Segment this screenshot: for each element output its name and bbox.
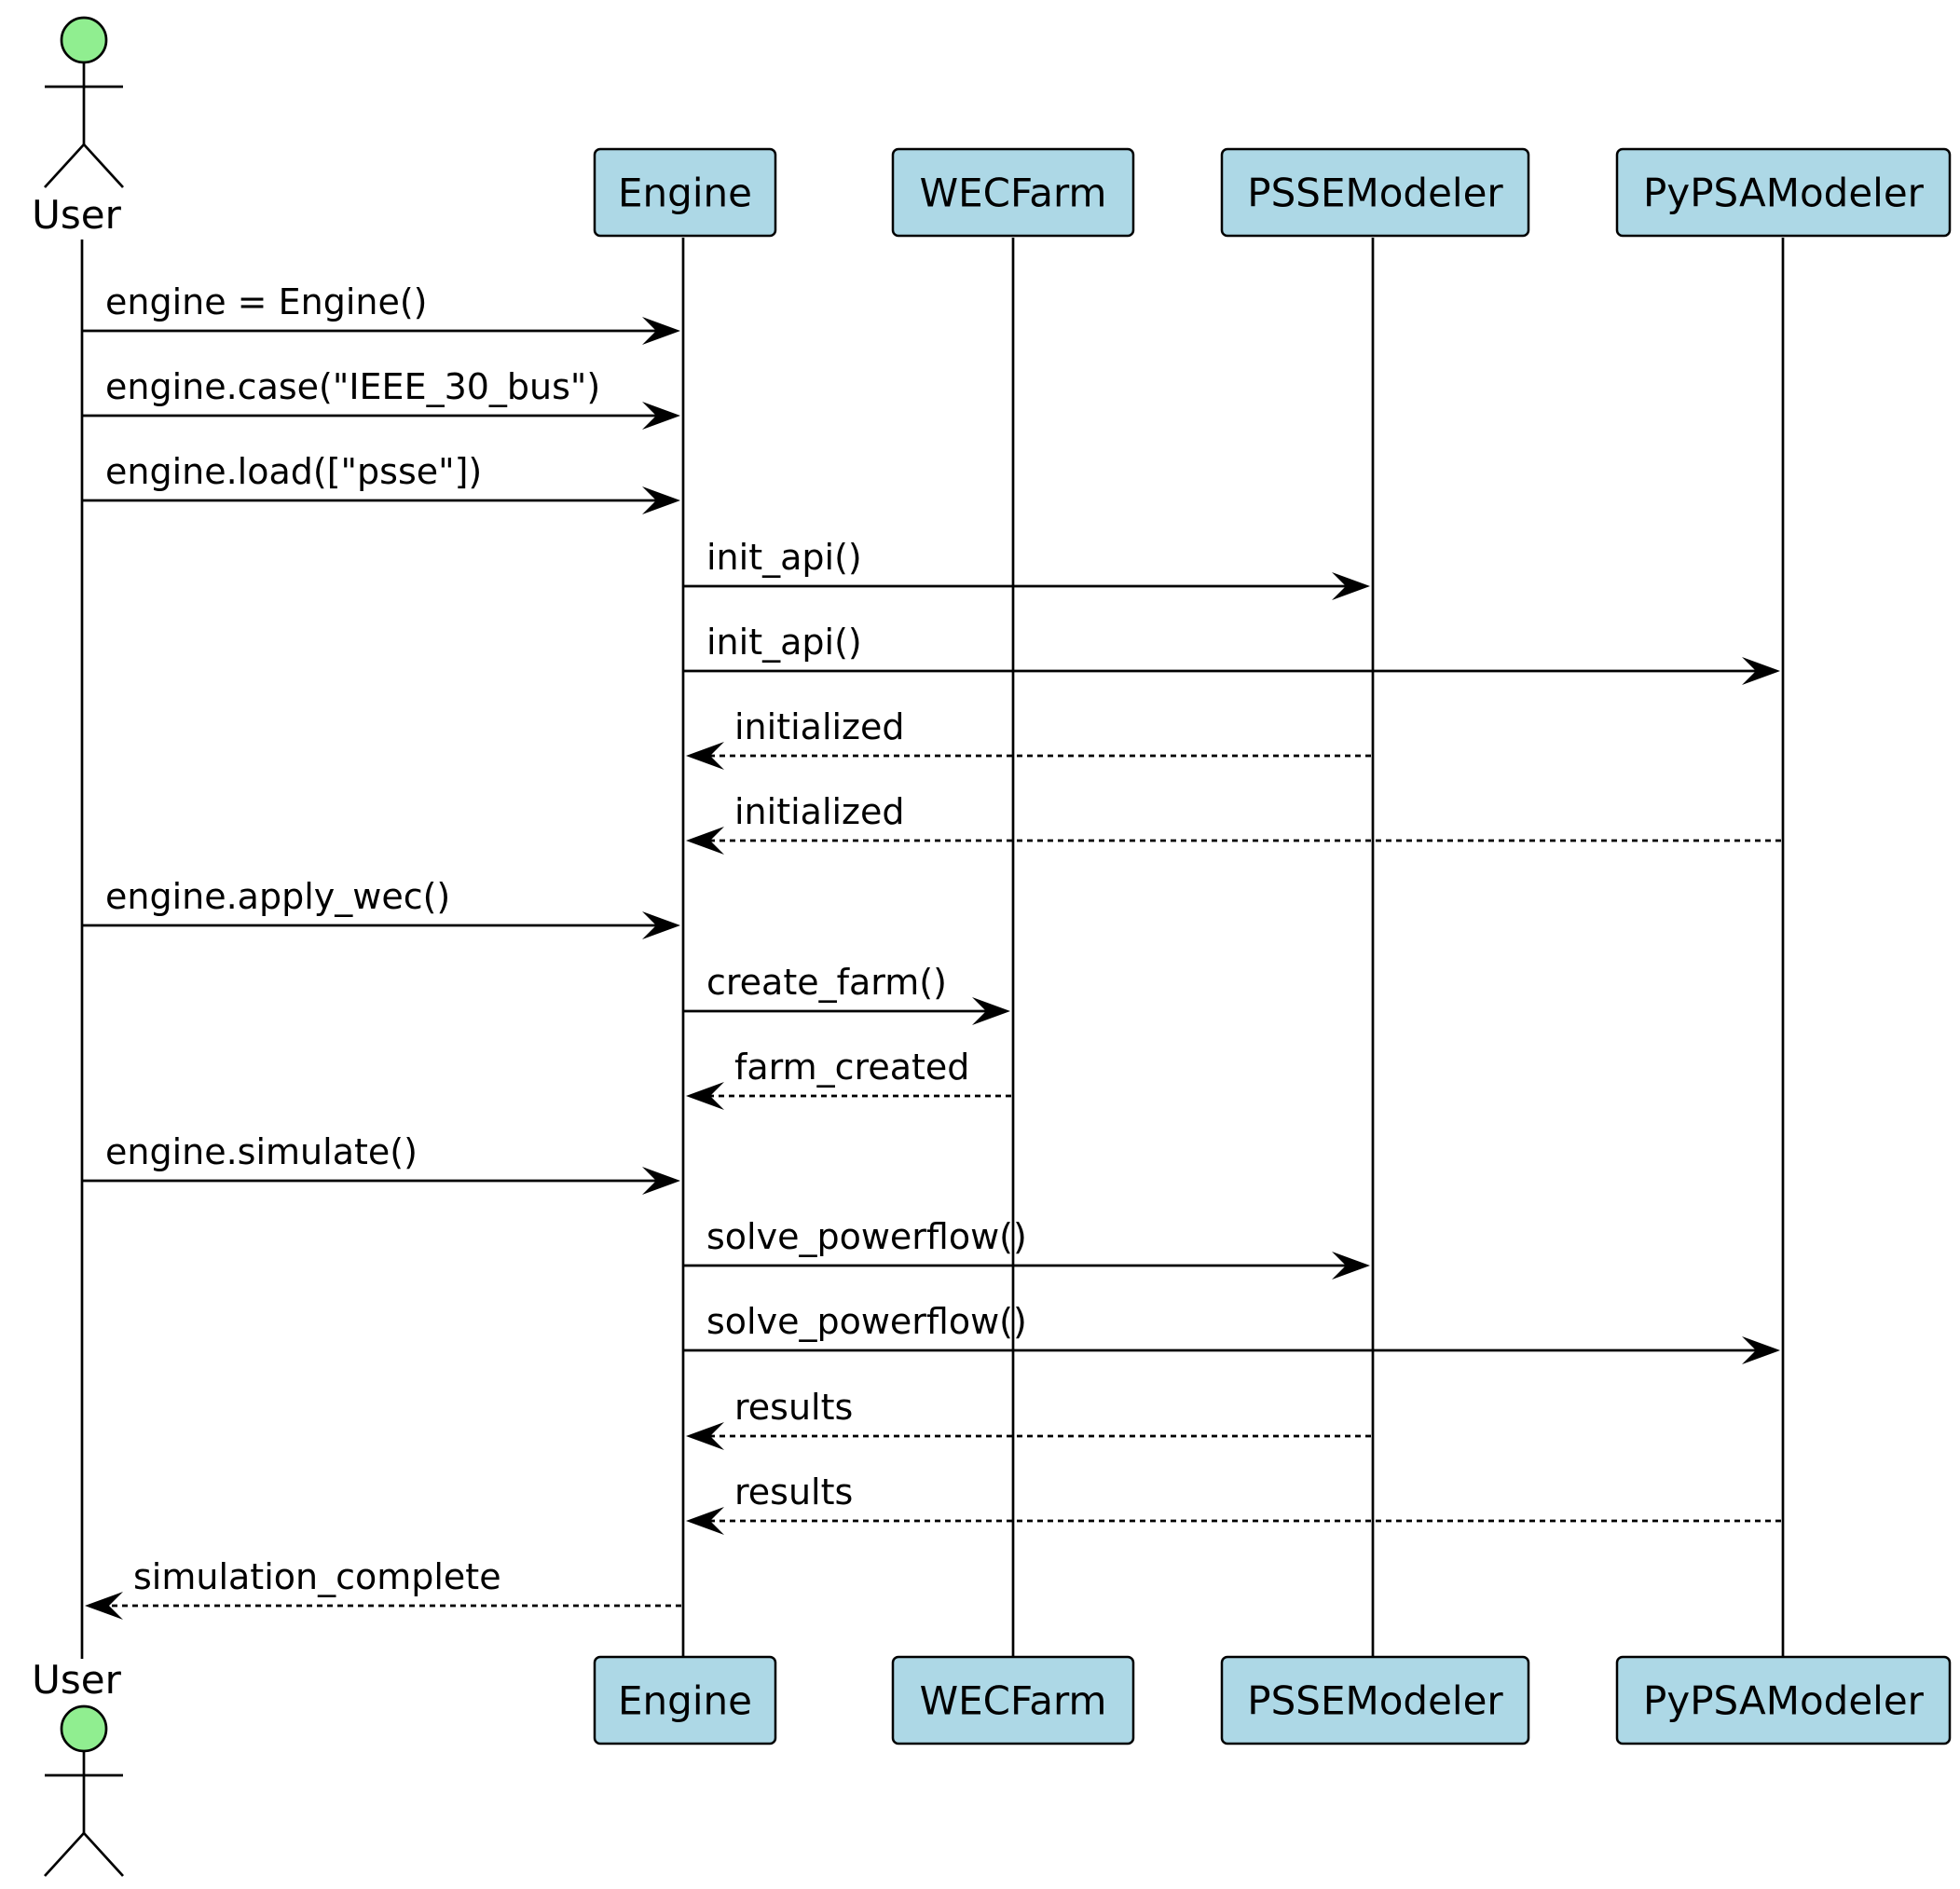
actor-label: User	[32, 192, 121, 238]
actor-left-leg	[44, 144, 85, 188]
message-arrow: results	[686, 1387, 1371, 1450]
message-arrow: create_farm()	[683, 962, 1010, 1025]
participant-box	[1615, 147, 1952, 238]
actor-right-leg	[83, 144, 124, 188]
participant-engine-bottom: Engine	[593, 1655, 777, 1745]
message-arrow: solve_powerflow()	[683, 1301, 1780, 1364]
participant-box	[1220, 147, 1530, 238]
message-label: results	[734, 1472, 853, 1513]
actor-label: User	[32, 1657, 121, 1703]
actor-user-bottom: User	[32, 1657, 124, 1877]
participant-wecfarm-top: WECFarm	[891, 147, 1135, 238]
arrowhead-icon	[85, 1592, 123, 1620]
message-label: solve_powerflow()	[706, 1216, 1027, 1257]
arrowhead-icon	[1742, 657, 1780, 685]
participant-engine-top: Engine	[593, 147, 777, 238]
participant-box	[1615, 1655, 1952, 1745]
message-label: engine.simulate()	[105, 1131, 418, 1172]
arrowhead-icon	[642, 911, 680, 939]
message-arrow: engine = Engine()	[82, 281, 680, 345]
arrowhead-icon	[686, 1422, 724, 1450]
arrowhead-icon	[972, 997, 1010, 1025]
message-arrow: initialized	[686, 706, 1371, 770]
participant-label: Engine	[618, 171, 752, 216]
message-arrow: engine.load(["psse"])	[82, 451, 680, 514]
actor-left-leg	[44, 1832, 85, 1877]
participant-heads-top: User Engine WECFarm PSSEModeler PyPSAModeler	[32, 16, 1952, 238]
message-label: init_api()	[706, 537, 862, 578]
participant-wecfarm-bottom: WECFarm	[891, 1655, 1135, 1745]
actor-user-top: User	[32, 16, 124, 238]
messages: engine = Engine() engine.case("IEEE_30_bu…	[82, 281, 1781, 1620]
participant-box	[891, 147, 1135, 238]
participant-label: WECFarm	[920, 171, 1107, 216]
message-arrow: farm_created	[686, 1047, 1011, 1110]
message-label: engine.case("IEEE_30_bus")	[105, 366, 600, 407]
arrowhead-icon	[1332, 572, 1370, 600]
participant-psse-bottom: PSSEModeler	[1220, 1655, 1530, 1745]
message-arrow: simulation_complete	[85, 1556, 681, 1620]
participant-box	[1220, 1655, 1530, 1745]
message-label: engine.load(["psse"])	[105, 451, 482, 492]
actor-figure-icon	[44, 1704, 124, 1877]
arrowhead-icon	[1742, 1336, 1780, 1364]
message-label: simulation_complete	[133, 1556, 501, 1597]
participant-pypsa-bottom: PyPSAModeler	[1615, 1655, 1952, 1745]
message-label: farm_created	[734, 1047, 969, 1088]
message-label: engine = Engine()	[105, 281, 428, 322]
message-label: solve_powerflow()	[706, 1301, 1027, 1342]
participant-box	[593, 1655, 777, 1745]
actor-head	[60, 16, 108, 64]
message-arrow: engine.case("IEEE_30_bus")	[82, 366, 680, 430]
actor-figure-icon	[44, 16, 124, 188]
participant-pypsa-top: PyPSAModeler	[1615, 147, 1952, 238]
arrowhead-icon	[642, 486, 680, 514]
arrowhead-icon	[1332, 1252, 1370, 1280]
message-label: initialized	[734, 791, 905, 832]
actor-head	[60, 1704, 108, 1753]
participant-label: Engine	[618, 1678, 752, 1724]
participant-heads-bottom: User Engine WECFarm PSSEModeler PyPSAModeler	[32, 1655, 1952, 1877]
message-label: results	[734, 1387, 853, 1428]
actor-right-leg	[83, 1832, 124, 1877]
message-arrow: engine.apply_wec()	[82, 876, 680, 939]
arrowhead-icon	[686, 1507, 724, 1535]
participant-label: WECFarm	[920, 1678, 1107, 1724]
participant-box	[891, 1655, 1135, 1745]
message-arrow: initialized	[686, 791, 1781, 855]
message-arrow: solve_powerflow()	[683, 1216, 1370, 1280]
message-arrow: results	[686, 1472, 1781, 1535]
lifelines	[80, 238, 1785, 1659]
participant-label: PSSEModeler	[1247, 171, 1503, 216]
message-label: initialized	[734, 706, 905, 747]
message-label: engine.apply_wec()	[105, 876, 450, 917]
participant-label: PSSEModeler	[1247, 1678, 1503, 1724]
arrowhead-icon	[642, 317, 680, 345]
participant-label: PyPSAModeler	[1643, 1678, 1925, 1724]
message-label: create_farm()	[706, 962, 947, 1003]
message-arrow: engine.simulate()	[82, 1131, 680, 1195]
participant-box	[593, 147, 777, 238]
participant-psse-top: PSSEModeler	[1220, 147, 1530, 238]
arrowhead-icon	[642, 1167, 680, 1195]
message-arrow: init_api()	[683, 622, 1780, 685]
message-arrow: init_api()	[683, 537, 1370, 600]
participant-label: PyPSAModeler	[1643, 171, 1925, 216]
arrowhead-icon	[642, 402, 680, 430]
arrowhead-icon	[686, 827, 724, 855]
message-label: init_api()	[706, 622, 862, 663]
arrowhead-icon	[686, 1082, 724, 1110]
arrowhead-icon	[686, 742, 724, 770]
